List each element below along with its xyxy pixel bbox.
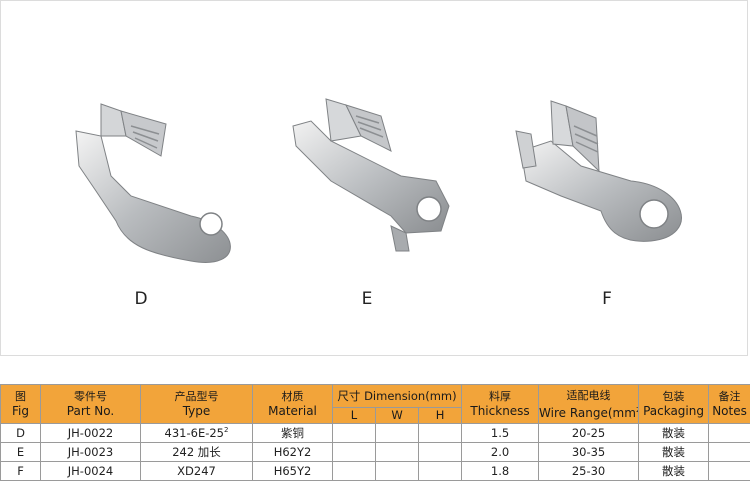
cell-w [375,461,419,481]
cell-wire-range: 25-30 [538,461,640,481]
header-dim-w: W [375,407,419,424]
cell-l [332,442,376,462]
cell-fig: D [0,423,41,443]
cell-fig: E [0,442,41,462]
cell-type: 242 加长 [140,442,253,462]
cell-h [417,423,463,443]
cell-notes [708,442,750,462]
cell-notes [708,461,750,481]
terminal-d-image [75,103,231,263]
terminal-f-image [515,100,682,242]
table-row: E JH-0023 242 加长 H62Y2 2.0 30-35 散装 [0,442,750,462]
table-row: D JH-0022 431-6E-252 紫铜 1.5 20-25 散装 [0,423,750,443]
cell-material: 紫铜 [252,423,333,443]
header-dim-h: H [417,407,463,424]
cell-part-no: JH-0024 [40,461,141,481]
cell-w [375,423,419,443]
cell-l [332,461,376,481]
cell-h [417,461,463,481]
cell-l [332,423,376,443]
figure-label-e: E [361,289,373,309]
cell-packaging: 散装 [638,442,710,462]
cell-type: XD247 [140,461,253,481]
cell-wire-range: 30-35 [538,442,640,462]
cell-type: 431-6E-252 [140,423,253,443]
figure-label-f: F [602,289,612,309]
cell-fig: F [0,461,41,481]
table-row: F JH-0024 XD247 H65Y2 1.8 25-30 散装 [0,461,750,481]
cell-h [417,442,463,462]
cell-thickness: 2.0 [461,442,540,462]
header-dim-l: L [332,407,376,424]
cell-packaging: 散装 [638,461,710,481]
cell-packaging: 散装 [638,423,710,443]
cell-thickness: 1.8 [461,461,540,481]
terminal-e-image [292,98,450,252]
cell-part-no: JH-0023 [40,442,141,462]
cell-wire-range: 20-25 [538,423,640,443]
figure-label-d: D [134,289,148,309]
header-dimension: 尺寸 Dimension(mm) [331,384,463,408]
cell-part-no: JH-0022 [40,423,141,443]
cell-notes [708,423,750,443]
cell-thickness: 1.5 [461,423,540,443]
cell-w [375,442,419,462]
cell-material: H62Y2 [252,442,333,462]
cell-material: H65Y2 [252,461,333,481]
product-photo-panel: D E F [0,0,748,356]
